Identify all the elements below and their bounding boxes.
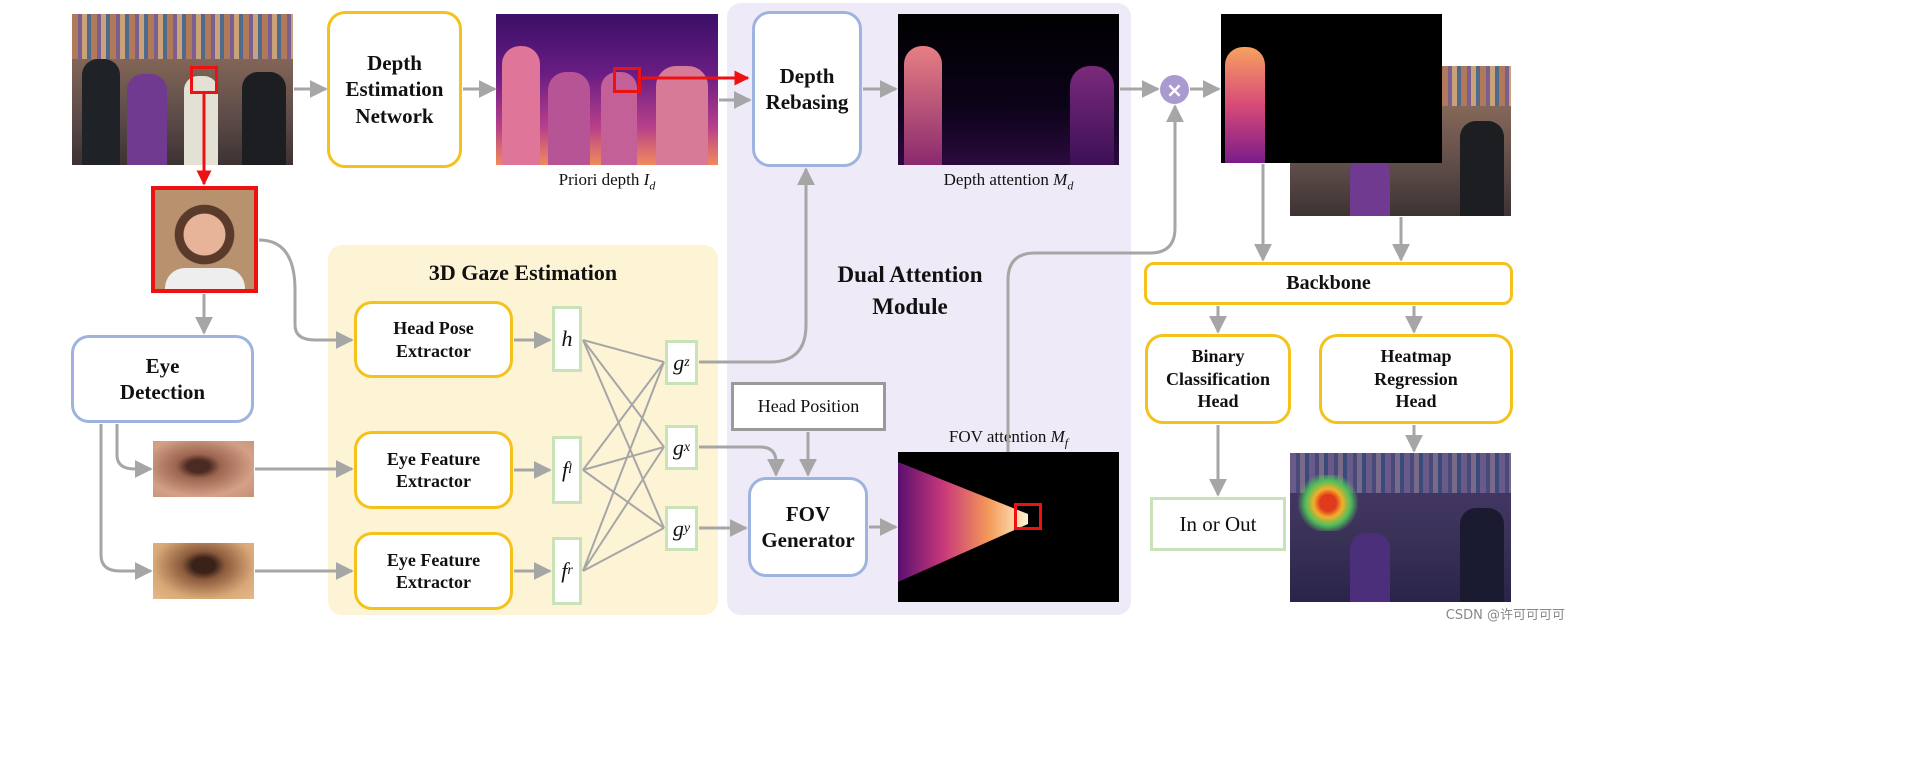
gy-base: g xyxy=(672,515,684,541)
fov-generator-box: FOV Generator xyxy=(748,477,868,577)
depth-attention-sub: d xyxy=(1067,178,1074,193)
arrow-eye-detection-to-left-eye xyxy=(115,424,153,478)
gaze-estimation-title: 3D Gaze Estimation xyxy=(428,260,618,285)
gy-sub: y xyxy=(683,520,691,536)
scene-shelf xyxy=(72,14,293,59)
depth-attention-symbol: M xyxy=(1053,170,1068,189)
depth-attention-image xyxy=(898,14,1119,165)
eye-feature-extractor-right-box: Eye Feature Extractor xyxy=(354,532,513,610)
heatmap-regression-head-box: Heatmap Regression Head xyxy=(1319,334,1513,424)
priori-depth-image xyxy=(496,14,718,165)
depth-silhouette-3 xyxy=(601,72,637,165)
scene2-person xyxy=(1460,121,1504,216)
priori-depth-symbol: I xyxy=(643,170,650,189)
scene2-person-2 xyxy=(1350,156,1390,216)
attention-silhouette-1 xyxy=(904,46,942,165)
h-label: h xyxy=(561,326,573,352)
depth-estimation-network-box: Depth Estimation Network xyxy=(327,11,462,168)
backbone-box: Backbone xyxy=(1144,262,1513,305)
scene-person-2 xyxy=(127,74,167,165)
scene-person-4 xyxy=(242,72,286,165)
heatmap-person-2 xyxy=(1350,533,1390,602)
eye-feature-extractor-left-box: Eye Feature Extractor xyxy=(354,431,513,509)
dual-attention-title-line2: Module xyxy=(872,294,948,319)
arrow-eye-detection-to-right-eye xyxy=(99,424,153,580)
head-feature-h: h xyxy=(552,306,582,372)
attention-silhouette-4 xyxy=(1070,66,1114,165)
depth-attention-text: Depth attention xyxy=(943,170,1054,189)
multiply-operator: × xyxy=(1160,75,1189,104)
fl-base: f xyxy=(561,457,569,483)
left-eye-image xyxy=(153,441,254,497)
scene-person-3 xyxy=(184,76,218,165)
depth-rebasing-box: Depth Rebasing xyxy=(752,11,862,167)
depth-silhouette-1 xyxy=(502,46,540,165)
gz-base: g xyxy=(673,349,685,375)
watermark: CSDN @许可可可可 xyxy=(1445,608,1565,623)
fov-attention-sub: f xyxy=(1064,435,1069,450)
priori-depth-text: Priori depth xyxy=(558,170,644,189)
in-or-out-box: In or Out xyxy=(1150,497,1286,551)
scene-person-1 xyxy=(82,59,120,165)
gx-sub: x xyxy=(683,439,691,455)
dual-attention-title-line1: Dual Attention xyxy=(837,262,983,287)
right-eye-image xyxy=(153,543,254,599)
scene-head-highlight xyxy=(190,66,218,94)
head-pose-extractor-box: Head Pose Extractor xyxy=(354,301,513,378)
fov-attention-caption: FOV attention Mf xyxy=(898,427,1119,450)
fl-sub: l xyxy=(568,462,572,478)
depth-attention-caption: Depth attention Md xyxy=(898,170,1119,193)
fr-base: f xyxy=(561,558,568,584)
depth-silhouette-4 xyxy=(656,66,708,165)
gz-sub: z xyxy=(684,354,690,370)
architecture-diagram: 3D Gaze Estimation Dual Attention Module xyxy=(71,3,1565,623)
depth-silhouette-2 xyxy=(548,72,590,165)
gx-base: g xyxy=(672,434,684,460)
face-shirt xyxy=(165,268,245,289)
priori-depth-caption: Priori depth Id xyxy=(496,170,718,193)
fov-head-highlight xyxy=(1014,503,1042,530)
face-crop-image xyxy=(151,186,258,293)
fov-attention-image xyxy=(898,452,1119,602)
heatmap-output-image xyxy=(1290,453,1511,602)
fr-sub: r xyxy=(567,563,573,579)
fov-attention-symbol: M xyxy=(1050,427,1065,446)
multiply-symbol: × xyxy=(1166,77,1183,102)
eye-detection-box: Eye Detection xyxy=(71,335,254,423)
fused-attention-image xyxy=(1221,14,1442,163)
fov-cone xyxy=(898,462,1028,582)
head-position-box: Head Position xyxy=(731,382,886,431)
fused-silhouette xyxy=(1225,47,1265,163)
binary-classification-head-box: Binary Classification Head xyxy=(1145,334,1291,424)
fov-attention-text: FOV attention xyxy=(948,427,1051,446)
depth-head-highlight xyxy=(613,67,641,93)
input-scene-image xyxy=(72,14,293,165)
priori-depth-sub: d xyxy=(649,178,656,193)
heatmap-person xyxy=(1460,508,1504,602)
heatmap-hotspot xyxy=(1298,475,1358,531)
